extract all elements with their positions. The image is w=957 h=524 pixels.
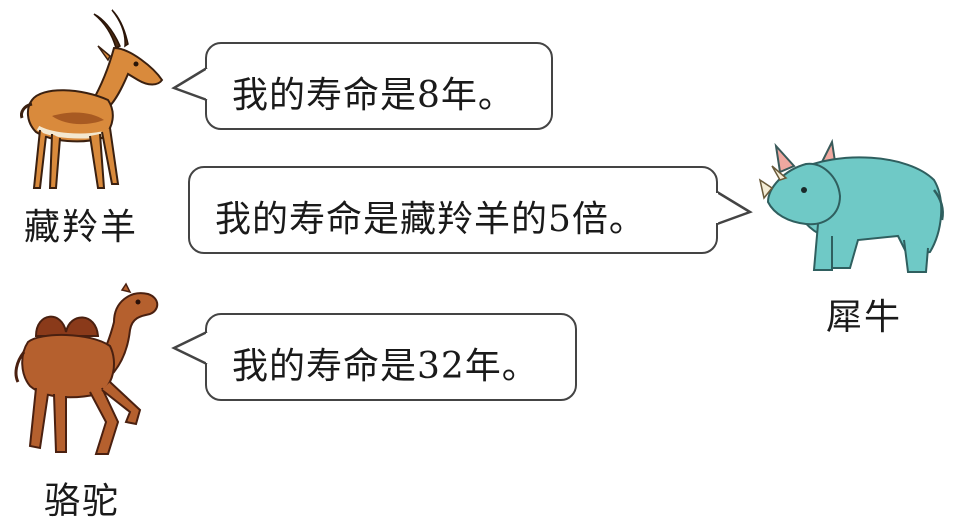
bubble-tail (171, 330, 212, 366)
antelope-speech-bubble (205, 42, 553, 130)
antelope-label: 藏羚羊 (24, 207, 139, 248)
rhino-speech-bubble (188, 166, 718, 254)
rhino-icon (758, 138, 944, 273)
bubble-tail (712, 190, 753, 226)
camel-speech-bubble (205, 313, 577, 401)
camel-label: 骆驼 (44, 481, 121, 522)
rhino-bubble-text: 我的寿命是藏羚羊的5倍。 (215, 199, 646, 240)
antelope-icon (20, 9, 164, 189)
camel-icon (14, 282, 159, 455)
antelope-bubble-text: 我的寿命是8年。 (232, 75, 515, 116)
camel-bubble-text: 我的寿命是32年。 (232, 346, 539, 387)
rhino-label: 犀牛 (826, 297, 903, 338)
bubble-tail (171, 66, 212, 102)
